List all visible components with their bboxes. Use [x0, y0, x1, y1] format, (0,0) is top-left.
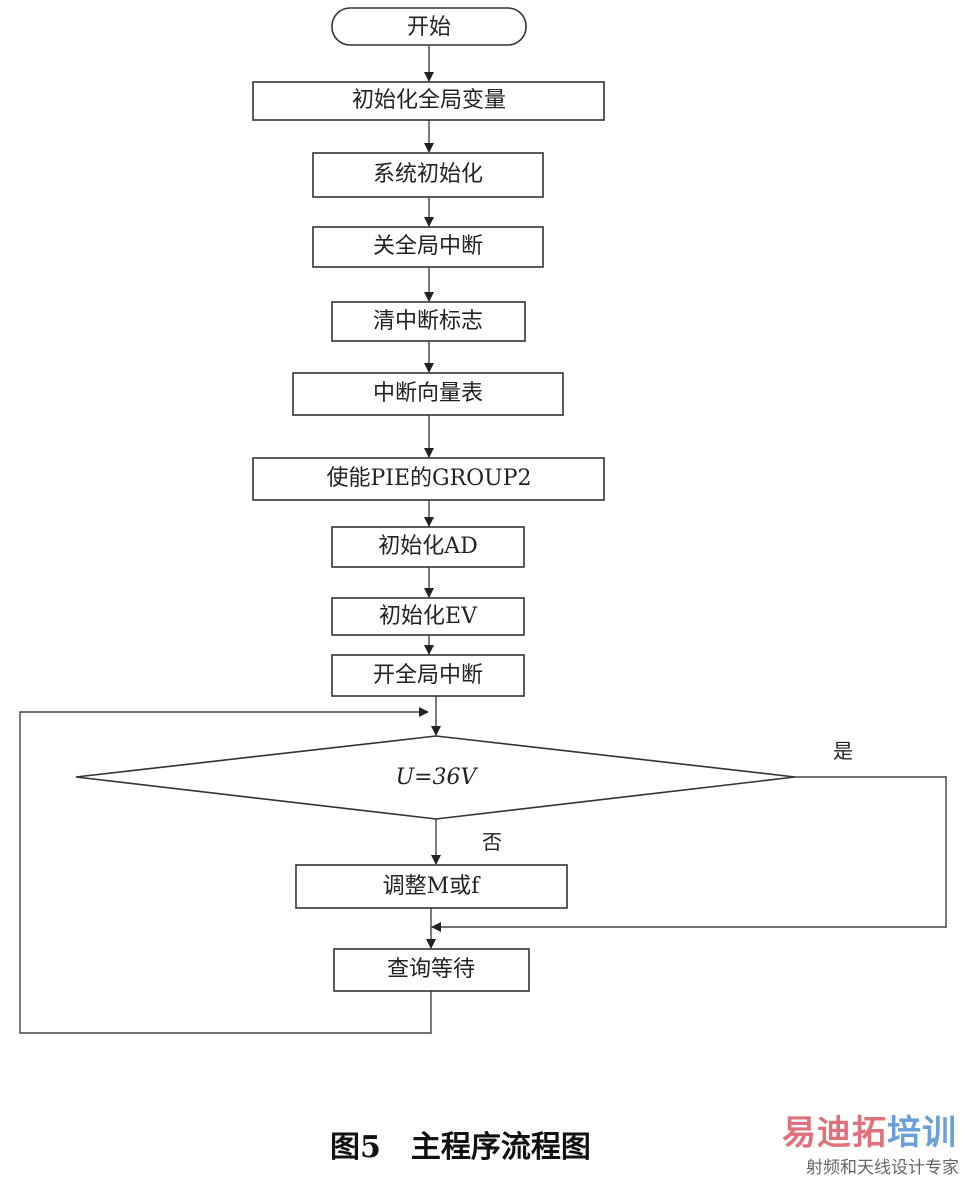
step-system-init	[312, 152, 544, 198]
connector-arrows	[19, 45, 947, 1034]
step-label: 调整M或f	[383, 874, 482, 899]
figure-caption: 图5 主程序流程图	[330, 1130, 591, 1165]
step-label: 关全局中断	[373, 234, 483, 259]
step-init-ev	[331, 597, 525, 636]
step-label: 查询等待	[387, 957, 475, 982]
step-label: 中断向量表	[373, 381, 483, 406]
step-label: 开全局中断	[373, 663, 483, 688]
watermark-brand-b: 培训	[887, 1113, 957, 1153]
step-init-globals	[252, 81, 605, 121]
step-label: 初始化全局变量	[352, 88, 506, 113]
step-enable-pie	[252, 457, 605, 501]
step-adjust	[295, 864, 568, 909]
step-label: 初始化EV	[379, 604, 478, 629]
no-label: 否	[482, 830, 502, 854]
step-wait	[333, 948, 530, 992]
step-vector-table	[292, 372, 564, 416]
watermark-logo: 易迪拓培训	[782, 1116, 957, 1152]
decision-diamond	[75, 735, 796, 820]
step-enable-interrupts	[331, 654, 525, 697]
watermark-brand-a: 易迪拓	[782, 1113, 887, 1153]
step-disable-interrupts	[312, 226, 544, 268]
step-label: 清中断标志	[373, 309, 483, 334]
step-init-ad	[331, 526, 525, 568]
step-label: 系统初始化	[373, 162, 483, 187]
step-clear-flags	[331, 301, 526, 342]
yes-label: 是	[833, 739, 853, 763]
step-label: 初始化AD	[378, 534, 478, 559]
step-label: 使能PIE的GROUP2	[326, 466, 531, 491]
start-label: 开始	[407, 15, 451, 40]
watermark-tagline: 射频和天线设计专家	[806, 1158, 959, 1178]
decision-label: U=36V	[396, 765, 479, 790]
